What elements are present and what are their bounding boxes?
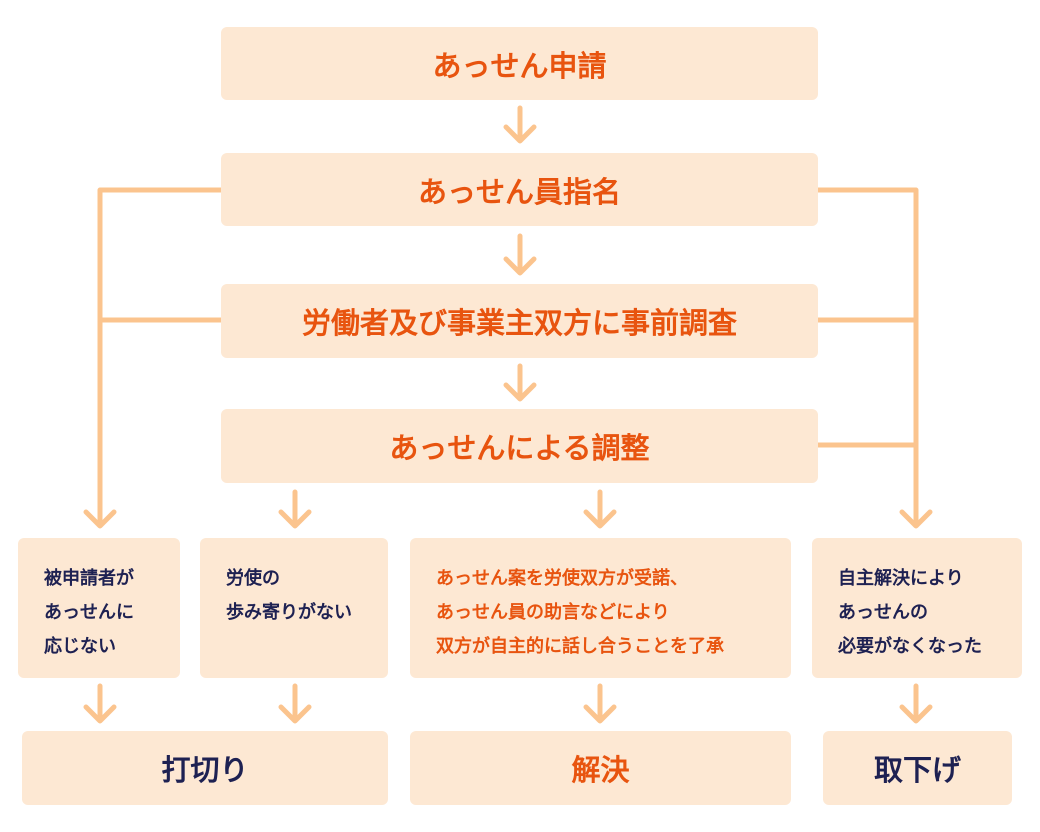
outcome-line: 労使の xyxy=(226,568,280,589)
result-resolved: 解決 xyxy=(410,731,791,805)
arrow-down-icon xyxy=(503,233,537,276)
step-apply: あっせん申請 xyxy=(221,27,818,100)
arrow-down-icon xyxy=(503,363,537,402)
arrow-down-icon xyxy=(278,683,312,724)
outcome-no-compromise: 労使の 歩み寄りがない xyxy=(200,538,388,678)
arrow-down-icon xyxy=(899,509,933,529)
right-branch-line xyxy=(815,187,919,528)
step-appoint: あっせん員指名 xyxy=(221,153,818,226)
arrow-down-icon xyxy=(583,683,617,724)
arrow-down-icon xyxy=(278,489,312,529)
outcome-agreement: あっせん案を労使双方が受諾、 あっせん員の助言などにより 双方が自主的に話し合う… xyxy=(410,538,791,678)
outcome-line: 必要がなくなった xyxy=(838,636,982,657)
left-branch-line xyxy=(97,187,224,528)
outcome-no-response: 被申請者が あっせんに 応じない xyxy=(18,538,180,678)
outcome-line: あっせん員の助言などにより xyxy=(436,602,670,623)
outcome-line: 被申請者が xyxy=(44,568,134,589)
step-mediate: あっせんによる調整 xyxy=(221,409,818,483)
arrow-down-icon xyxy=(899,683,933,724)
result-terminated: 打切り xyxy=(22,731,388,805)
result-withdrawn: 取下げ xyxy=(823,731,1012,805)
outcome-self-resolved: 自主解決により あっせんの 必要がなくなった xyxy=(812,538,1022,678)
arrow-down-icon xyxy=(83,683,117,724)
outcome-line: あっせんの xyxy=(838,602,928,623)
arrow-down-icon xyxy=(83,509,117,529)
outcome-line: 応じない xyxy=(44,636,116,657)
arrow-down-icon xyxy=(503,105,537,144)
outcome-line: 双方が自主的に話し合うことを了承 xyxy=(436,636,724,657)
step-survey: 労働者及び事業主双方に事前調査 xyxy=(221,284,818,358)
outcome-line: あっせんに xyxy=(44,602,134,623)
outcome-line: 自主解決により xyxy=(838,568,964,589)
outcome-line: あっせん案を労使双方が受諾、 xyxy=(436,568,688,589)
outcome-line: 歩み寄りがない xyxy=(226,602,352,623)
arrow-down-icon xyxy=(583,489,617,529)
